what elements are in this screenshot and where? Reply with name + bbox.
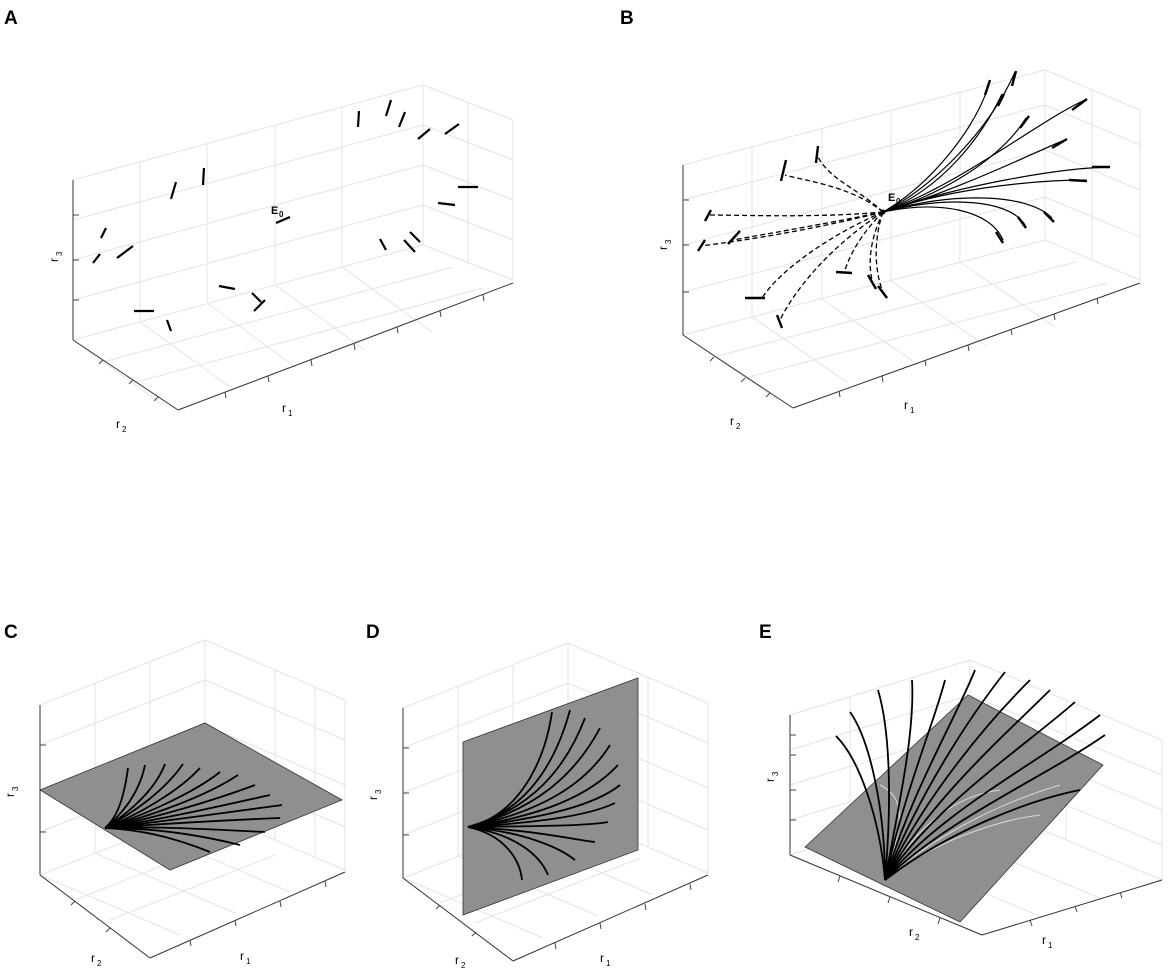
panel-b-e0-point: [880, 209, 886, 215]
svg-text:2: 2: [461, 961, 466, 970]
panel-b-x-label: r 1: [904, 398, 915, 415]
panel-a: A r 3 r 2: [4, 8, 514, 434]
svg-text:r: r: [91, 951, 95, 965]
panel-e-trajectories: [835, 669, 1106, 881]
svg-text:2: 2: [736, 422, 741, 431]
panel-a-x-label: r 1: [282, 401, 293, 418]
svg-text:E: E: [271, 205, 278, 217]
panel-a-e0-label: E 0: [271, 205, 284, 219]
panel-e-letter: E: [759, 622, 772, 643]
panel-c-x-label: r 1: [240, 949, 251, 966]
panel-b-dashed-trajectories: [699, 156, 884, 321]
panel-e-axes: [789, 715, 1163, 936]
svg-text:r: r: [116, 417, 120, 431]
panel-c-trajectories: [104, 763, 283, 853]
panel-d-x-label: r 1: [600, 951, 611, 968]
panel-e-y-label: r 2: [909, 925, 920, 942]
panel-d-z-label: r 3: [366, 789, 383, 800]
svg-text:2: 2: [122, 425, 127, 434]
svg-text:r: r: [730, 414, 734, 428]
svg-text:1: 1: [246, 957, 251, 966]
svg-text:1: 1: [288, 409, 293, 418]
panel-b-grid: [682, 69, 1141, 401]
svg-text:3: 3: [55, 251, 64, 256]
panel-d-ticks: [403, 747, 692, 950]
svg-text:1: 1: [606, 959, 611, 968]
panel-b-solid-trajectories: [882, 71, 1111, 241]
panel-a-ticks: [73, 214, 485, 402]
panel-b: B r 3 r 2 r 1: [620, 8, 1141, 431]
panel-b-axes: [682, 165, 1141, 409]
panel-d-y-label: r 2: [455, 953, 466, 970]
svg-text:0: 0: [896, 197, 901, 206]
svg-text:3: 3: [771, 771, 780, 776]
svg-text:r: r: [3, 793, 17, 797]
svg-text:1: 1: [910, 406, 915, 415]
panel-a-letter: A: [4, 8, 18, 29]
panel-b-e0-label: E 0: [888, 192, 901, 206]
panel-b-ticks: [683, 199, 1099, 398]
panel-e-plane: [804, 694, 1104, 923]
panel-b-letter: B: [620, 8, 634, 29]
svg-text:2: 2: [915, 933, 920, 942]
panel-a-y-label: r 2: [116, 417, 127, 434]
panel-e: E: [759, 622, 1163, 950]
panel-a-z-label: r 3: [47, 251, 64, 262]
panel-d-letter: D: [366, 622, 380, 643]
panel-a-segments: [92, 99, 478, 332]
svg-text:r: r: [366, 796, 380, 800]
svg-text:r: r: [909, 925, 913, 939]
panel-d-trajectories: [467, 709, 621, 881]
svg-text:r: r: [1042, 933, 1046, 947]
svg-text:r: r: [282, 401, 286, 415]
svg-text:r: r: [455, 953, 459, 967]
panel-b-y-label: r 2: [730, 414, 741, 431]
panel-c-z-label: r 3: [3, 786, 20, 797]
svg-text:r: r: [240, 949, 244, 963]
svg-text:E: E: [888, 192, 895, 204]
svg-text:1: 1: [1048, 941, 1053, 950]
panel-c: C: [3, 622, 346, 968]
svg-text:r: r: [763, 778, 777, 782]
panel-c-letter: C: [4, 622, 18, 643]
svg-text:3: 3: [374, 789, 383, 794]
panel-c-plane: [39, 722, 343, 871]
panel-e-z-label: r 3: [763, 771, 780, 782]
svg-text:3: 3: [11, 786, 20, 791]
panel-b-endpoints: [696, 70, 1110, 329]
panel-c-y-label: r 2: [91, 951, 102, 968]
svg-text:r: r: [600, 951, 604, 965]
panel-a-grid: [72, 84, 514, 406]
svg-text:r: r: [47, 258, 61, 262]
panel-e-ticks: [790, 734, 1123, 927]
svg-text:r: r: [656, 246, 670, 250]
panel-b-z-label: r 3: [656, 239, 673, 250]
panel-d: D: [366, 622, 709, 970]
svg-text:r: r: [904, 398, 908, 412]
svg-text:0: 0: [279, 210, 284, 219]
panel-e-x-label: r 1: [1042, 933, 1053, 950]
svg-text:3: 3: [664, 239, 673, 244]
svg-text:2: 2: [97, 959, 102, 968]
